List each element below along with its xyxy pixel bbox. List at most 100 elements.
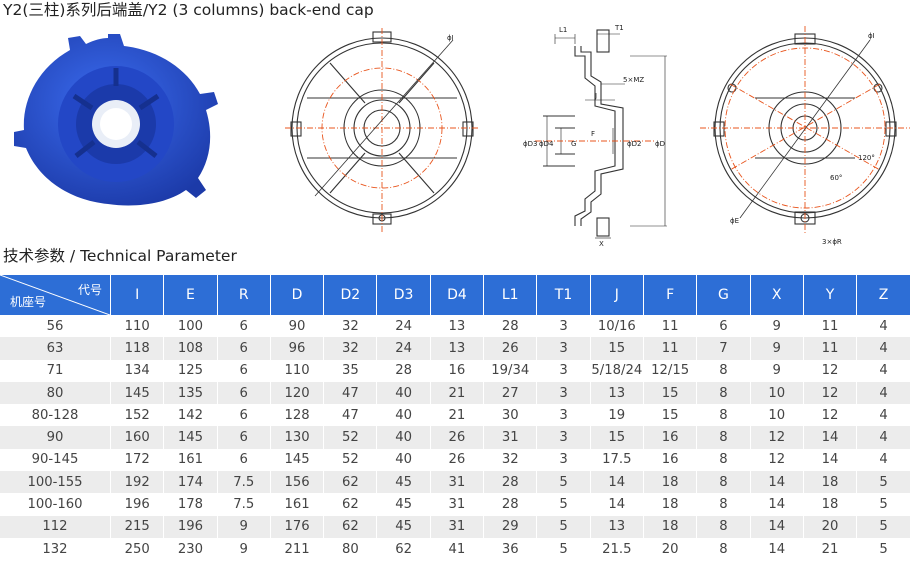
- table-cell: 10: [750, 404, 804, 427]
- table-cell: 12: [803, 359, 858, 382]
- table-cell: 3: [536, 448, 591, 472]
- table-cell: 47: [323, 404, 378, 427]
- table-cell: 96: [270, 337, 325, 360]
- table-cell: 62: [323, 471, 378, 494]
- table-cell: 18: [803, 493, 858, 516]
- column-header: L1: [483, 275, 538, 315]
- label-j: J: [594, 92, 597, 100]
- table-cell: 26: [430, 448, 485, 472]
- table-cell: 18: [643, 471, 698, 494]
- column-header: T1: [536, 275, 591, 315]
- table-cell: 11: [643, 315, 698, 338]
- table-cell: 4: [856, 404, 910, 427]
- rear-view-drawing: ϕI 120° 60° ϕE 3×ϕR: [700, 26, 910, 246]
- table-cell: 5: [856, 515, 910, 538]
- label-x: X: [599, 240, 604, 248]
- table-cell: 192: [110, 471, 165, 494]
- table-cell: 3: [536, 359, 591, 382]
- table-cell: 7.5: [217, 493, 271, 516]
- column-header: F: [643, 275, 698, 315]
- table-cell: 4: [856, 448, 910, 472]
- column-header: D3: [376, 275, 431, 315]
- table-cell: 5: [856, 537, 910, 561]
- table-cell: 230: [163, 537, 218, 561]
- table-cell: 15: [643, 381, 698, 405]
- table-cell: 14: [750, 493, 804, 516]
- column-header: Z: [856, 275, 910, 315]
- table-cell: 21: [430, 381, 485, 405]
- table-cell: 40: [376, 404, 431, 427]
- table-cell: 7.5: [217, 471, 271, 494]
- table-cell: 3: [536, 426, 591, 449]
- table-cell: 134: [110, 359, 165, 382]
- front-view-drawing: ϕI: [285, 28, 479, 233]
- table-cell: 6: [217, 337, 271, 360]
- table-cell: 4: [856, 315, 910, 338]
- table-cell: 28: [483, 315, 538, 338]
- frame-size-cell: 112: [0, 515, 111, 538]
- column-header: J: [590, 275, 644, 315]
- label-mz: 5×MZ: [623, 76, 644, 84]
- table-cell: 20: [803, 515, 858, 538]
- table-cell: 6: [217, 426, 271, 449]
- table-cell: 145: [270, 448, 325, 472]
- table-cell: 13: [430, 337, 485, 360]
- frame-size-cell: 63: [0, 337, 111, 360]
- table-cell: 45: [376, 471, 431, 494]
- table-cell: 172: [110, 448, 165, 472]
- table-cell: 161: [163, 448, 218, 472]
- table-cell: 120: [270, 381, 325, 405]
- table-cell: 3: [536, 315, 591, 338]
- table-cell: 40: [376, 448, 431, 472]
- table-cell: 45: [376, 515, 431, 538]
- table-cell: 4: [856, 381, 910, 405]
- table-cell: 14: [590, 471, 644, 494]
- table-cell: 8: [696, 515, 751, 538]
- table-cell: 26: [483, 337, 538, 360]
- table-cell: 5: [536, 493, 591, 516]
- table-cell: 52: [323, 426, 378, 449]
- table-cell: 15: [590, 337, 644, 360]
- label-d: ϕD: [655, 140, 665, 148]
- table-cell: 36: [483, 537, 538, 561]
- table-cell: 5: [536, 471, 591, 494]
- table-cell: 14: [590, 493, 644, 516]
- table-cell: 156: [270, 471, 325, 494]
- table-cell: 52: [323, 448, 378, 472]
- frame-size-cell: 80: [0, 381, 111, 405]
- table-cell: 21.5: [590, 537, 644, 561]
- table-cell: 16: [643, 448, 698, 472]
- table-cell: 8: [696, 471, 751, 494]
- table-cell: 5/18/24: [590, 359, 644, 382]
- table-cell: 32: [323, 315, 378, 338]
- section-title: 技术参数 / Technical Parameter: [3, 247, 237, 265]
- table-cell: 16: [430, 359, 485, 382]
- table-cell: 11: [643, 337, 698, 360]
- table-cell: 5: [536, 515, 591, 538]
- table-cell: 196: [110, 493, 165, 516]
- table-cell: 250: [110, 537, 165, 561]
- table-cell: 8: [696, 448, 751, 472]
- table-cell: 142: [163, 404, 218, 427]
- column-header: X: [750, 275, 804, 315]
- table-cell: 5: [536, 537, 591, 561]
- table-cell: 110: [110, 315, 165, 338]
- table-cell: 14: [750, 515, 804, 538]
- table-cell: 11: [803, 315, 858, 338]
- table-cell: 3: [536, 381, 591, 405]
- table-cell: 5: [856, 493, 910, 516]
- table-cell: 14: [803, 426, 858, 449]
- table-cell: 8: [696, 537, 751, 561]
- label-d4: ϕD4: [539, 140, 554, 148]
- table-cell: 28: [376, 359, 431, 382]
- frame-size-cell: 80-128: [0, 404, 111, 427]
- table-cell: 15: [590, 426, 644, 449]
- label-l1: L1: [559, 26, 567, 34]
- table-cell: 211: [270, 537, 325, 561]
- table-cell: 9: [217, 515, 271, 538]
